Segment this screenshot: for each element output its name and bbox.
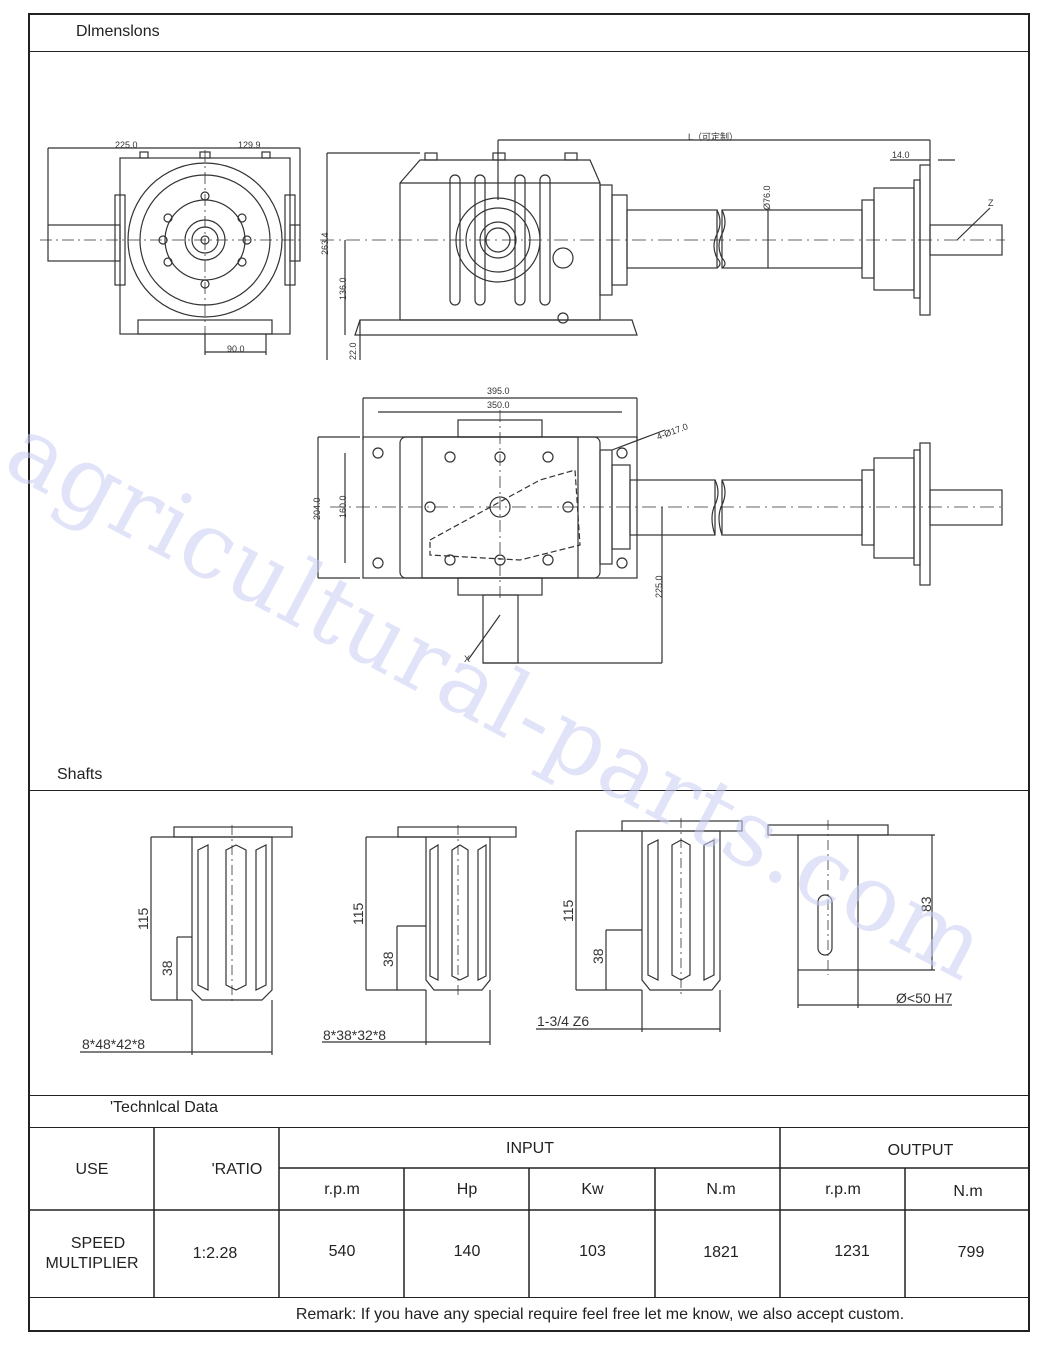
page-frame [28,13,1030,1332]
dimensions-drawing: 225.0 129.9 90.0 L（可定制） 14.0 Z 395.0 350… [40,131,1005,664]
dim-side-length: L（可定制） [688,131,738,142]
shaft-1-part: 38 [159,960,175,976]
shaft-2-spec: 8*38*32*8 [323,1027,386,1043]
dim-side-dia: Ø76.0 [762,185,772,210]
dim-top-w2: 350.0 [487,400,510,410]
table-grid [28,1127,1030,1297]
dim-side-flange: 14.0 [892,150,910,160]
front-view [47,147,301,355]
dim-top-w1: 395.0 [487,386,510,396]
col-input-nm: N.m [706,1180,736,1198]
shafts-drawing: 115 38 8*48*42*8 115 38 8*38*32*8 115 38… [80,818,953,1055]
divider [28,1095,1030,1096]
divider [28,790,1030,791]
dim-front-width2: 129.9 [238,140,261,150]
side-view [326,139,1003,360]
row-output-nm: 799 [957,1244,985,1261]
row-output-rpm: 1231 [834,1243,870,1260]
ratio-header: 'RATIO [211,1160,263,1178]
dim-top-offset: 225.0 [654,575,664,598]
shaft-3 [536,820,743,1032]
input-header: INPUT [506,1139,554,1157]
divider [28,1127,1030,1128]
shaft-4-spec: Ø<50 H7 [896,990,953,1006]
shaft-1-total: 115 [135,907,151,930]
col-output-rpm: r.p.m [825,1180,861,1198]
row-input-rpm: 540 [328,1243,356,1260]
shaft-2 [322,826,517,1045]
dim-top-h2: 160.0 [338,495,348,518]
row-input-nm: 1821 [703,1244,739,1261]
shaft-2-total: 115 [350,902,366,925]
shaft-3-spec: 1-3/4 Z6 [537,1013,589,1029]
dim-side-z: Z [988,198,994,208]
row-use: SPEED MULTIPLIER [30,1211,154,1297]
col-input-kw: Kw [581,1180,604,1198]
col-output-nm: N.m [953,1182,983,1200]
row-ratio: 1:2.28 [192,1245,238,1262]
use-line-1: SPEED [70,1235,126,1252]
technical-data-title: 'Technlcal Data [110,1099,218,1116]
shaft-2-part: 38 [380,951,396,967]
row-input-hp: 140 [453,1243,481,1260]
dim-top-holes: 4-Ø17.0 [655,421,689,442]
shaft-3-part: 38 [590,948,606,964]
use-line-2: MULTIPLIER [45,1255,139,1272]
output-header: OUTPUT [887,1141,954,1159]
dim-top-x: X [464,654,470,664]
dim-side-center: 136.0 [338,277,348,300]
dim-side-base: 22.0 [348,342,358,360]
remark: Remark: If you have any special require … [295,1305,905,1323]
divider [28,1297,1030,1298]
shaft-4-total: 83 [918,896,934,912]
dim-front-width: 225.0 [115,140,138,150]
col-input-rpm: r.p.m [324,1180,360,1198]
shaft-3-total: 115 [560,899,576,922]
dim-top-h1: 204.0 [312,497,322,520]
shafts-title: Shafts [57,766,103,783]
dimensions-title: Dlmenslons [76,23,160,40]
shaft-1 [80,826,293,1055]
shaft-4 [767,824,952,1008]
row-input-kw: 103 [579,1243,606,1260]
use-header: USE [75,1160,109,1178]
dim-front-bottom: 90.0 [227,344,245,354]
shaft-1-spec: 8*48*42*8 [82,1036,145,1052]
dim-side-height: 263.4 [320,232,330,255]
divider [28,51,1030,52]
col-input-hp: Hp [456,1180,478,1198]
